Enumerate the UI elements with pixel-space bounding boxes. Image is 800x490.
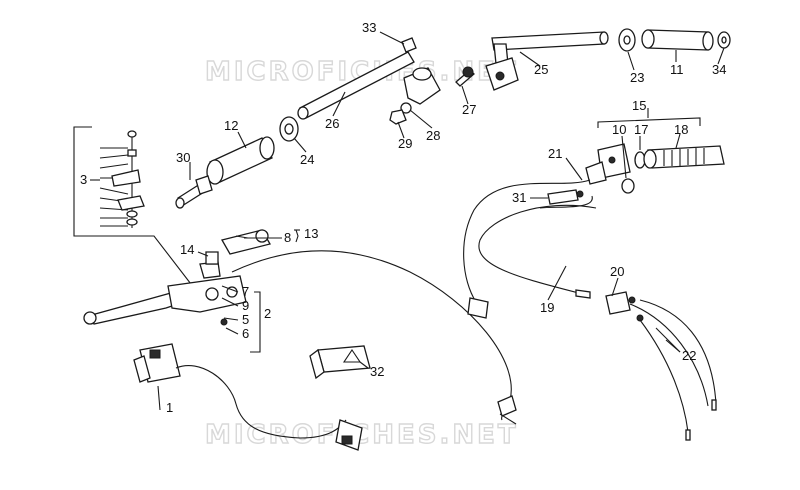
adjuster-20 (605, 291, 644, 322)
label-8: 8 (284, 230, 291, 245)
throttle-cable-22b (639, 319, 689, 433)
label-3: 3 (80, 172, 87, 187)
label-21-visible: 21 (548, 146, 562, 161)
connector-31 (547, 189, 584, 205)
label-34-visible: 34 (712, 62, 726, 77)
label-9: 9 (242, 298, 249, 313)
label-25: 25 (534, 62, 548, 77)
right-switch-connector (467, 297, 489, 319)
cable-13-end (497, 395, 517, 417)
switch-8 (221, 229, 271, 255)
label-12: 12 (224, 118, 238, 133)
label-24: 24 (300, 152, 314, 167)
label-5: 5 (242, 312, 249, 327)
label-14: 14 (180, 242, 194, 257)
switch-1 (133, 343, 181, 383)
left-handlebar-tube (297, 51, 441, 120)
label-15: 15 (632, 98, 646, 113)
label-1: 1 (166, 400, 173, 415)
grip-12 (206, 136, 275, 185)
label-2: 2 (264, 306, 271, 321)
watermark-bottom: MICROFICHES.NET (205, 420, 519, 450)
label-27: 27 (462, 102, 476, 117)
detail-box-3 (73, 126, 195, 289)
throttle-grip-18 (643, 145, 725, 169)
washer-24-hole (284, 123, 294, 135)
bracket-15 (597, 117, 701, 128)
cap-14 (205, 251, 219, 265)
washer-23-hole (623, 35, 631, 45)
switch-1-wire (175, 365, 347, 439)
label-20: 20 (610, 264, 624, 279)
label-26: 26 (325, 116, 339, 131)
label-17: 17 (634, 122, 648, 137)
label-28: 28 (426, 128, 440, 143)
label-10: 10 (612, 122, 626, 137)
hazard-switch-32 (309, 345, 371, 380)
grip-11 (641, 29, 714, 51)
right-switch-wire (463, 179, 591, 303)
right-handlebar-tube (485, 31, 609, 91)
end-bolt-30 (175, 175, 213, 209)
label-32: 32 (370, 364, 384, 379)
cable-19-end (575, 289, 591, 299)
label-33: 33 (362, 20, 376, 35)
leader-lines (157, 31, 725, 411)
nut-29 (389, 109, 407, 125)
washer-28 (400, 102, 412, 114)
cable-22-end-a (711, 399, 717, 411)
label-22: 22 (682, 348, 696, 363)
label-18: 18 (674, 122, 688, 137)
label-30: 30 (176, 150, 190, 165)
cable-22-end-b (685, 429, 691, 441)
screw-27 (455, 66, 475, 87)
label-19: 19 (540, 300, 554, 315)
label-29: 29 (398, 136, 412, 151)
label-31: 31 (512, 190, 526, 205)
bolt-33 (401, 37, 417, 53)
end-cap-34-hole (721, 36, 727, 44)
ring-10 (621, 178, 635, 194)
throttle-cable-22a (629, 303, 709, 407)
label-13: 13 (304, 226, 318, 241)
clutch-lever-assembly (83, 255, 247, 326)
label-11: 11 (670, 62, 684, 77)
label-7: 7 (242, 284, 249, 299)
clutch-cable-13 (231, 250, 512, 421)
throttle-cable-22c (639, 299, 717, 405)
right-switch-21 (585, 143, 631, 185)
label-6: 6 (242, 326, 249, 341)
cable-19 (478, 204, 597, 297)
label-23: 23 (630, 70, 644, 85)
right-switch-wire-2 (539, 195, 593, 209)
